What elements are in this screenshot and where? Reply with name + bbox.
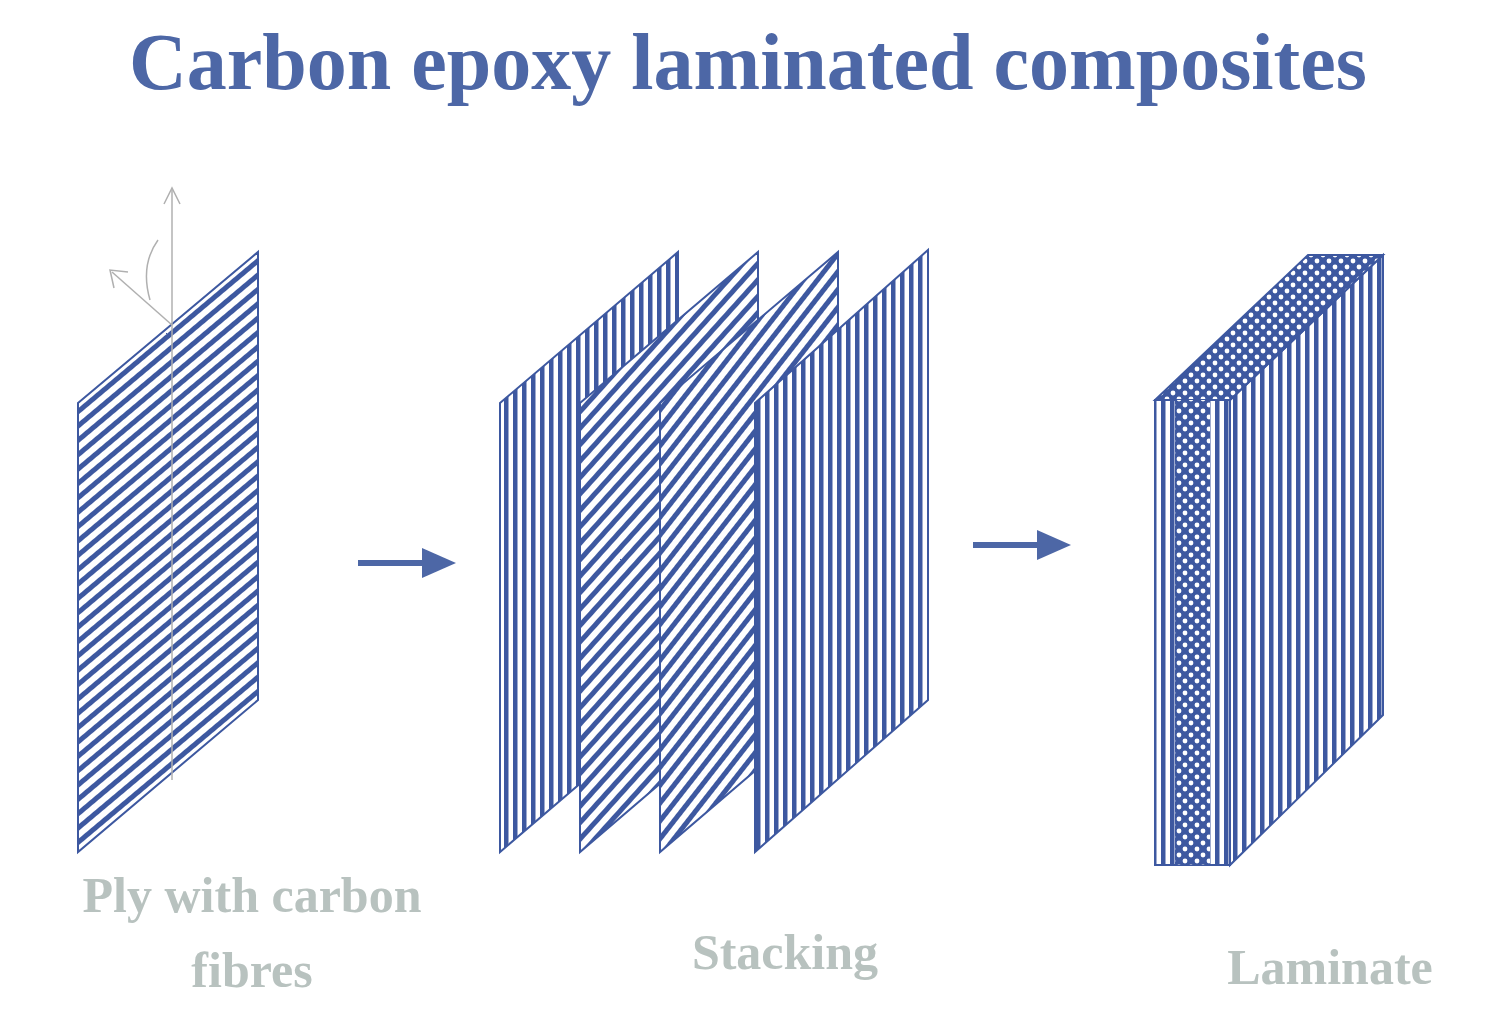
process-arrow [973,530,1071,560]
laminate-top [1155,255,1383,400]
ply-sheet [755,250,928,852]
laminate-block [1155,255,1383,865]
ply-sheet [78,252,258,852]
diagram-title: Carbon epoxy laminated composites [129,18,1367,106]
laminate-core [1175,400,1210,865]
axis-arrows [110,188,180,780]
ply-figure [78,188,258,852]
figure-caption: Stacking [615,915,955,990]
process-arrow [358,548,456,578]
laminate-front [1155,400,1230,865]
figure-caption: Laminate [1170,930,1490,1005]
figure-caption: Ply with carbon fibres [32,858,472,1008]
stacked-plies [500,250,928,852]
